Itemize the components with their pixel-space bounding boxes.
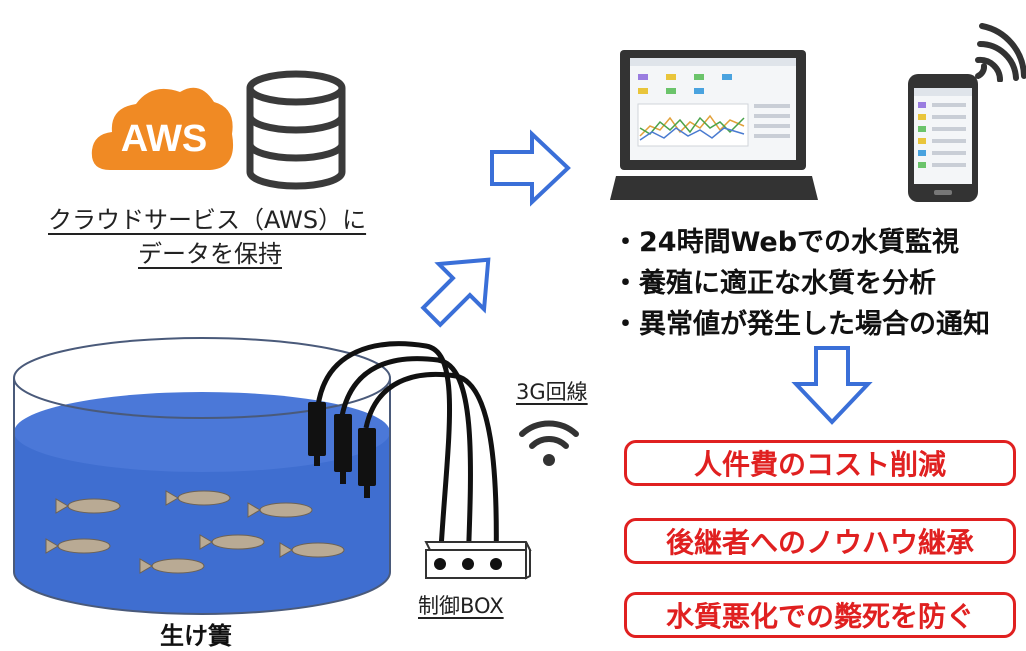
feature-item: ・養殖に適正な水質を分析: [612, 268, 936, 299]
feature-item: ・24時間Webでの水質監視: [612, 227, 960, 258]
up-right-arrow-icon: [420, 257, 491, 328]
wireless-signal-icon: [975, 23, 1026, 82]
benefit-box: 水質悪化での斃死を防ぐ: [624, 592, 1016, 638]
cloud-caption-line2: データを保持: [138, 240, 282, 268]
database-icon: [246, 70, 346, 190]
feature-item: ・異常値が発生した場合の通知: [612, 309, 990, 340]
right-arrow-icon: [490, 129, 571, 207]
network-label: 3G回線: [516, 380, 588, 404]
fish-pen-illustration: [13, 337, 391, 615]
sensor-cables: [308, 341, 499, 567]
benefit-box: 後継者へのノウハウ継承: [624, 518, 1016, 564]
control-box-label: 制御BOX: [418, 594, 504, 618]
wifi-icon: [519, 420, 579, 466]
benefit-box: 人件費のコスト削減: [624, 440, 1016, 486]
fish-pen-label: 生け簀: [160, 622, 232, 650]
down-arrow-icon: [791, 346, 873, 425]
feature-list: ・24時間Webでの水質監視 ・養殖に適正な水質を分析 ・異常値が発生した場合の…: [612, 222, 990, 345]
aws-cloud-icon: AWS: [91, 87, 234, 170]
control-box-icon: [424, 541, 532, 580]
cloud-caption-line1: クラウドサービス（AWS）に: [48, 206, 367, 234]
fish-icon: [45, 490, 345, 574]
smartphone-icon: [908, 74, 978, 202]
aws-logo-text: AWS: [121, 118, 208, 160]
desktop-monitor-icon: [610, 50, 818, 200]
